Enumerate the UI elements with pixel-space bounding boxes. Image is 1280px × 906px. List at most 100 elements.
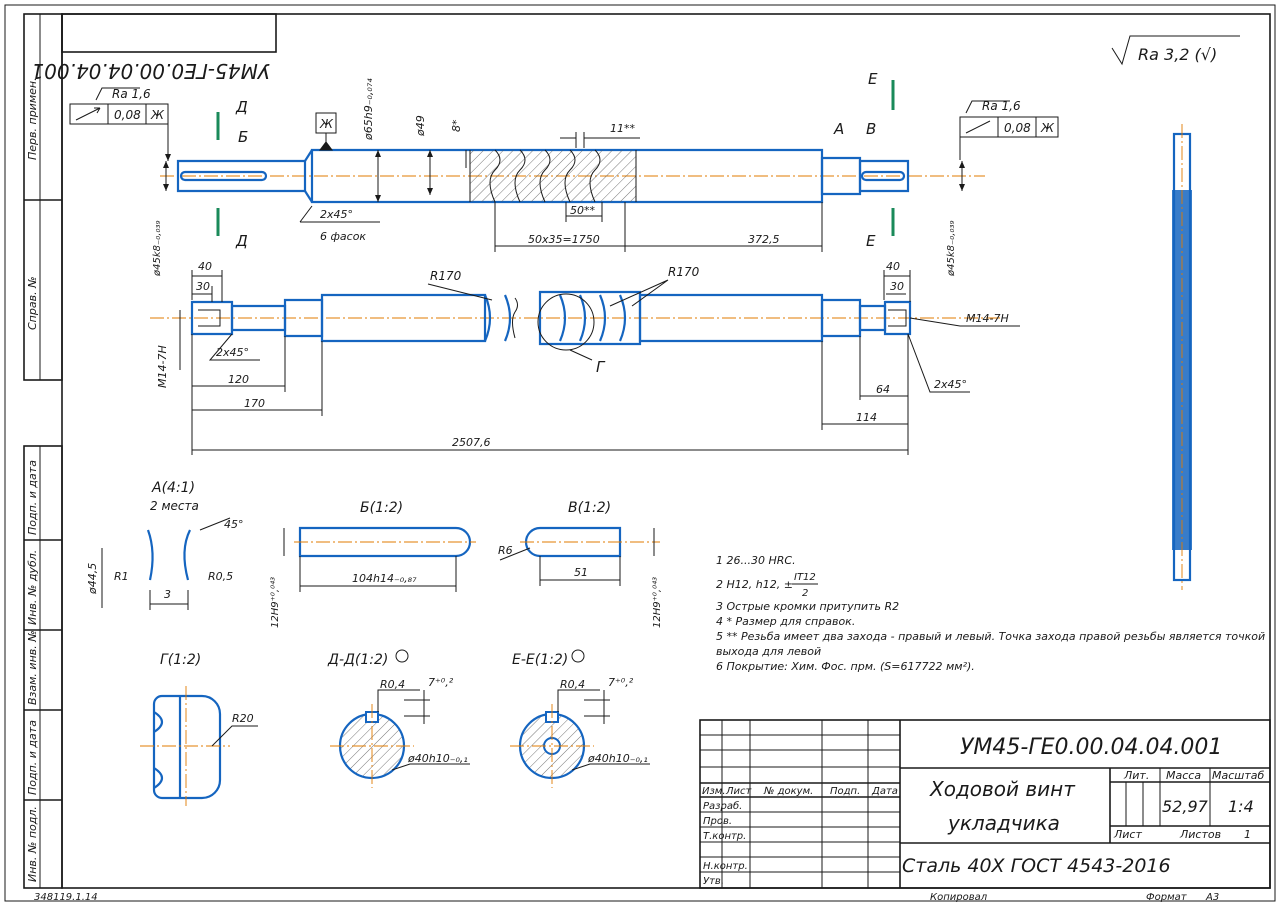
view-a-3: 3	[164, 588, 171, 601]
stamp-col-mass: Масса	[1166, 769, 1201, 782]
note-5b: выхода для левой	[716, 645, 821, 658]
side-label-podl: Инв. № подл.	[26, 806, 39, 882]
dim-25076: 2507,6	[452, 436, 491, 449]
tol-right-ra: Ra 1,6	[982, 99, 1021, 113]
dim-30-left: 30	[196, 280, 210, 293]
bottom-number: 348119.1.14	[34, 892, 98, 903]
label-e-bottom: Е	[866, 232, 876, 250]
tolerance-frame-left: 0,08 Ж Ra 1,6	[69, 87, 171, 161]
view-ee-d: ø40h10₋₀,₁	[587, 752, 648, 765]
mirrored-code: УМ45-ГЕ0.00.04.04.001	[31, 59, 270, 83]
role-nkontr: Н.контр.	[703, 861, 748, 872]
note-2-den: 2	[802, 588, 808, 599]
tol-left-datum: Ж	[150, 108, 165, 122]
view-ee: Е-Е(1:2) R0,4 7⁺⁰,² ø40h10₋₀,₁	[510, 649, 650, 788]
note-4: 4 * Размер для справок.	[716, 615, 855, 628]
bottom-format-value: А3	[1205, 892, 1219, 903]
note-6: 6 Покрытие: Хим. Фос. прм. (S=617722 мм²…	[716, 660, 975, 673]
title-block: УМ45-ГЕ0.00.04.04.001 Ходовой винт уклад…	[699, 719, 1271, 889]
label-a: А	[833, 120, 844, 138]
note-2-num: IT12	[794, 572, 816, 583]
note-5: 5 ** Резьба имеет два захода - правый и …	[716, 630, 1265, 643]
stamp-sheets-label: Листов	[1179, 828, 1221, 841]
general-roughness: Ra 3,2 (√)	[1111, 35, 1240, 66]
stamp-col-scale: Масштаб	[1212, 769, 1264, 782]
view-v-len: 51	[574, 566, 588, 579]
role-razrab: Разраб.	[703, 800, 742, 812]
rev-header-izm: Изм.	[702, 786, 726, 797]
side-label-podp2: Подп. и дата	[26, 720, 39, 795]
rev-header-podp: Подп.	[830, 786, 860, 797]
label-d-bottom: Д	[235, 232, 248, 250]
view-dd-7: 7⁺⁰,²	[428, 676, 454, 689]
dim-170: 170	[244, 397, 265, 410]
r170-right: R170	[668, 265, 700, 279]
view-v-w: 12H9⁺⁰,⁰⁴³	[651, 577, 663, 628]
rev-header-doc: № докум.	[763, 786, 813, 797]
tolerance-frame-right: 0,08 Ж Ra 1,6	[959, 99, 1059, 160]
datum-letter: Ж	[319, 117, 334, 131]
role-utv: Утв.	[703, 876, 724, 887]
view-a-sub: 2 места	[150, 499, 199, 513]
bottom-copied: Копировал	[930, 892, 988, 903]
label-e-top: Е	[868, 70, 878, 88]
stamp-name-2: укладчика	[947, 811, 1060, 835]
note-3: 3 Острые кромки притупить R2	[716, 600, 899, 613]
view-a: А(4:1) 2 места 45° ø44,5 R1 R0,5 3	[86, 480, 244, 610]
tol-left-ra: Ra 1,6	[112, 87, 151, 101]
tol-right-datum: Ж	[1040, 121, 1055, 135]
role-prov: Пров.	[703, 816, 732, 827]
label-g: Г	[596, 358, 606, 376]
view-a-title: А(4:1)	[151, 480, 195, 496]
dim-chamfer3: 2x45°	[934, 378, 967, 391]
stamp-name-1: Ходовой винт	[929, 777, 1076, 801]
stamp-sheets-value: 1	[1244, 828, 1251, 841]
r170-left: R170	[430, 269, 462, 283]
note-1: 1 26...30 HRC.	[716, 554, 796, 567]
dim-d45-right: ø45k8₋₀,₀₃₉	[946, 221, 957, 278]
view-v: В(1:2) R6 51 12H9⁺⁰,⁰⁴³	[498, 500, 663, 628]
dim-d49: ø49	[414, 115, 427, 137]
view-a-r1: R1	[114, 570, 129, 583]
view-b-w: 12H9⁺⁰,⁰⁴³	[269, 577, 281, 628]
view-g: Г(1:2) R20	[140, 652, 258, 806]
stamp-col-lit: Лит.	[1123, 769, 1149, 782]
view-dd-d: ø40h10₋₀,₁	[407, 752, 468, 765]
side-label-podp1: Подп. и дата	[26, 460, 39, 535]
dim-40-right: 40	[886, 260, 900, 273]
stamp-scale: 1:4	[1228, 797, 1254, 816]
dim-64: 64	[876, 383, 890, 396]
view-g-title: Г(1:2)	[160, 652, 201, 668]
view-b-len: 104h14₋₀,₈₇	[352, 572, 417, 585]
stamp-mass: 52,97	[1162, 797, 1209, 816]
screw-overview	[1172, 124, 1192, 590]
outer-border	[4, 4, 1276, 902]
dim-chamfer2: 2x45°	[216, 346, 249, 359]
view-a-r05: R0,5	[208, 570, 233, 583]
dim-pitch: 50x35=1750	[528, 233, 600, 246]
view-ee-r: R0,4	[560, 678, 585, 691]
view-dd: Д-Д(1:2) R0,4 7⁺⁰,² ø40h10₋₀,₁	[327, 649, 470, 788]
side-label-vzam: Взам. инв. №	[26, 630, 39, 705]
side-label-dubl: Инв. № дубл.	[26, 550, 39, 625]
view-dd-title: Д-Д(1:2)	[327, 652, 388, 668]
view-dd-r: R0,4	[380, 678, 405, 691]
technical-notes: 1 26...30 HRC. 2 H12, h12, ± IT12 2 3 Ос…	[716, 554, 1265, 673]
view-v-title: В(1:2)	[568, 500, 611, 516]
view-b: Б(1:2) 104h14₋₀,₈₇ 12H9⁺⁰,⁰⁴³	[269, 500, 476, 628]
dim-30-right: 30	[890, 280, 904, 293]
main-view: Д Б Д Е Е А В 0,08 Ж Ra 1,6 0,08 Ж Ra 1,…	[69, 70, 1059, 278]
label-b: Б	[238, 128, 248, 146]
dim-d65: ø65h9₋₀,₀₇₄	[362, 78, 375, 141]
stamp-material: Сталь 40Х ГОСТ 4543-2016	[902, 855, 1171, 877]
mirrored-code-box: УМ45-ГЕ0.00.04.04.001	[31, 13, 277, 83]
role-tkontr: Т.контр.	[703, 831, 746, 842]
view-ee-title: Е-Е(1:2)	[512, 652, 568, 668]
dim-3725: 372,5	[748, 233, 780, 246]
view-g-r20: R20	[232, 712, 254, 725]
note-2: 2 H12, h12, ±	[716, 578, 793, 591]
label-v: В	[866, 120, 876, 138]
second-view: R170 R170 Г 40 30 40 30 M14-7H M14-7H 2x…	[150, 260, 1020, 455]
dim-11: 11**	[610, 122, 635, 135]
